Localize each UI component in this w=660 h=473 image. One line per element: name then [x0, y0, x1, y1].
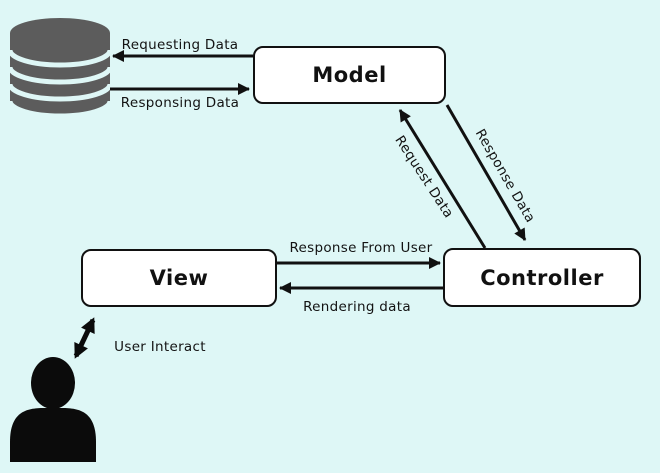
edge-label-user-interact: User Interact	[114, 339, 206, 355]
node-controller: Controller	[443, 248, 641, 307]
node-model: Model	[253, 46, 446, 104]
node-controller-label: Controller	[480, 265, 604, 290]
user-icon	[10, 357, 96, 462]
node-view: View	[81, 249, 277, 307]
edge-label-rendering-data: Rendering data	[303, 299, 411, 315]
arrow-user-interact	[73, 317, 96, 359]
database-icon	[7, 18, 113, 119]
edge-label-responsing-data: Responsing Data	[120, 95, 240, 111]
edge-label-requesting-data: Requesting Data	[121, 37, 239, 53]
arrow-response-data	[445, 104, 527, 241]
edge-label-response-from-user: Response From User	[289, 240, 433, 256]
node-view-label: View	[149, 266, 209, 290]
node-model-label: Model	[312, 63, 387, 87]
arrow-request-data	[398, 109, 487, 249]
